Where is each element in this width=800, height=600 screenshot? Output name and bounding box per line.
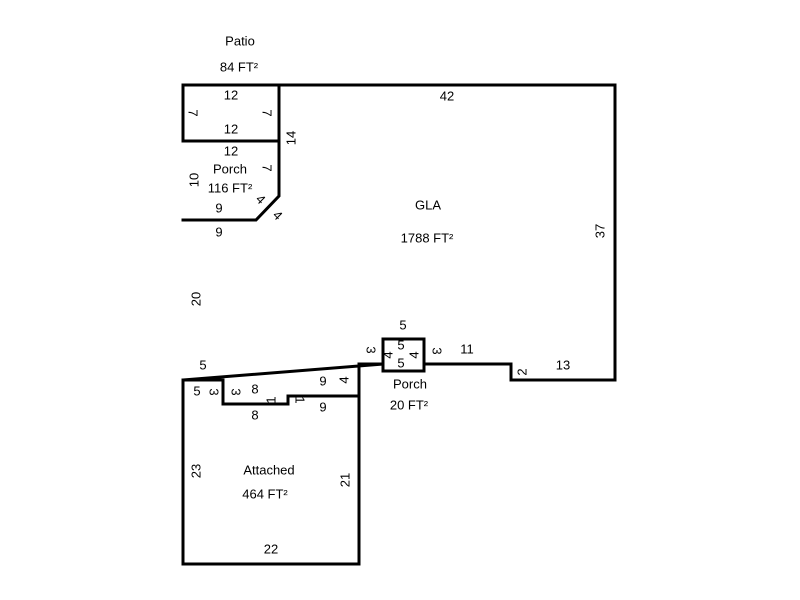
dim: 2 bbox=[514, 368, 529, 375]
dim: 11 bbox=[460, 341, 474, 356]
porch-upper-size: 116 FT² bbox=[208, 180, 253, 195]
dim: 9 bbox=[319, 373, 326, 388]
patio-size: 84 FT² bbox=[220, 59, 259, 74]
attached-outline bbox=[181, 378, 361, 566]
dim: 23 bbox=[188, 464, 203, 478]
attached-size: 464 FT² bbox=[242, 486, 288, 501]
dim: 13 bbox=[556, 357, 570, 372]
dim: 14 bbox=[283, 131, 298, 145]
dim: 5 bbox=[193, 383, 200, 398]
porch-upper-outline bbox=[181, 139, 281, 222]
dim: 8 bbox=[251, 407, 258, 422]
dim: 10 bbox=[186, 173, 201, 187]
dim: 37 bbox=[592, 224, 607, 238]
dim: 9 bbox=[215, 224, 222, 239]
dim: 4 bbox=[253, 191, 269, 207]
dim: 5 bbox=[397, 355, 404, 370]
dim: 4 bbox=[270, 207, 286, 223]
dim: 7 bbox=[260, 164, 275, 171]
dim: 3 bbox=[430, 347, 445, 354]
porch-lower-outline bbox=[381, 337, 426, 373]
dim: 4 bbox=[380, 351, 395, 358]
dim: 4 bbox=[406, 351, 421, 358]
dim: 12 bbox=[224, 87, 238, 102]
dim: 3 bbox=[364, 346, 379, 353]
dim: 9 bbox=[319, 399, 326, 414]
porch-lower-size: 20 FT² bbox=[390, 397, 429, 412]
dim: 22 bbox=[264, 541, 278, 556]
gla-size: 1788 FT² bbox=[401, 230, 454, 245]
gla-outline bbox=[181, 83, 617, 406]
dim: 42 bbox=[440, 88, 454, 103]
dim: 7 bbox=[260, 109, 275, 116]
dim: 5 bbox=[397, 337, 404, 352]
dim: 7 bbox=[186, 109, 201, 116]
dim: 21 bbox=[337, 473, 352, 487]
dim: 12 bbox=[224, 143, 238, 158]
porch-upper-name: Porch bbox=[213, 161, 247, 176]
area-labels: Patio 84 FT² Porch 116 FT² GLA 1788 FT² … bbox=[208, 33, 454, 501]
dim: 12 bbox=[224, 121, 238, 136]
dim: 4 bbox=[336, 376, 351, 383]
dim: 20 bbox=[188, 292, 203, 306]
dim: 1 bbox=[293, 396, 308, 403]
dim: 9 bbox=[215, 200, 222, 215]
dim: 5 bbox=[399, 317, 406, 332]
dim: 5 bbox=[199, 357, 206, 372]
dim: 8 bbox=[251, 381, 258, 396]
dimension-labels: 12 7 7 12 12 10 7 4 4 9 9 42 14 37 20 13… bbox=[186, 87, 608, 556]
dim: 3 bbox=[229, 388, 244, 395]
attached-name: Attached bbox=[243, 462, 294, 477]
dim: 3 bbox=[207, 388, 222, 395]
porch-lower-name: Porch bbox=[393, 376, 427, 391]
walls bbox=[181, 83, 617, 566]
patio-name: Patio bbox=[225, 33, 255, 48]
dim: 1 bbox=[263, 396, 278, 403]
gla-name: GLA bbox=[415, 197, 441, 212]
